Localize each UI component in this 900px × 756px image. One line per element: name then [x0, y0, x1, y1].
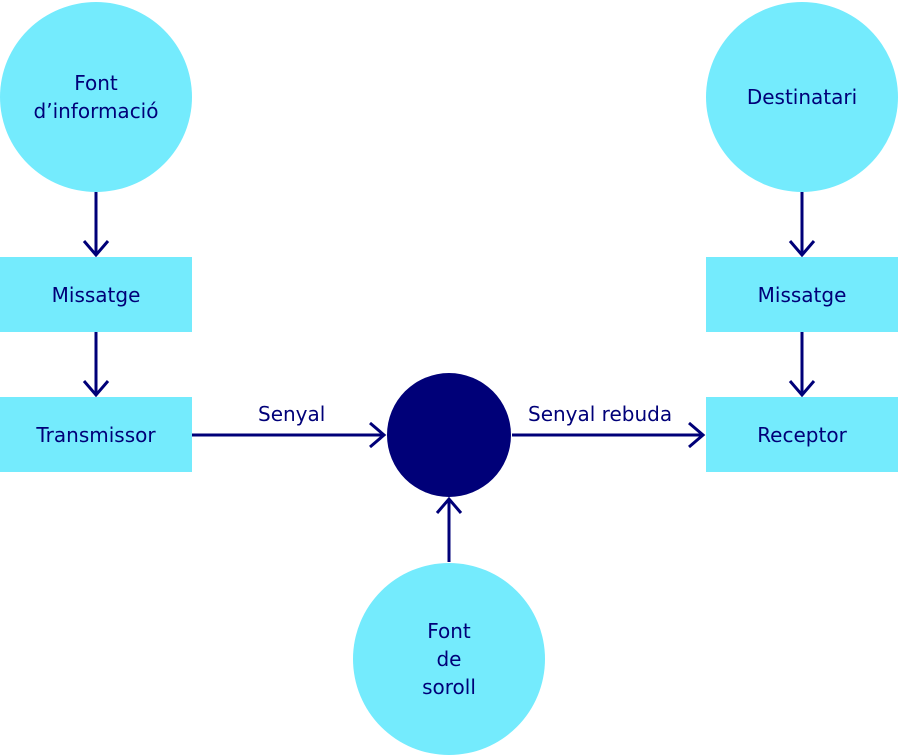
arrowhead-message-to-receiver — [788, 380, 816, 398]
arrowhead-signal — [369, 421, 387, 449]
arrowhead-message-to-transmitter — [82, 380, 110, 398]
noise-source-line-3: soroll — [422, 675, 476, 699]
signal-label: Senyal — [258, 402, 326, 426]
destination-label: Destinatari — [746, 85, 858, 109]
noise-source-line-1: Font — [427, 619, 471, 643]
arrowhead-noise — [435, 496, 463, 514]
noise-source-node: Font de soroll — [353, 563, 545, 755]
transmitter-label: Transmissor — [36, 422, 156, 447]
transmitter-node: Transmissor — [0, 397, 192, 472]
noise-source-line-2: de — [436, 647, 462, 671]
destination-node: Destinatari — [706, 2, 898, 192]
received-signal-label: Senyal rebuda — [528, 402, 673, 426]
arrowhead-info-to-message — [82, 240, 110, 258]
channel-node — [387, 373, 511, 497]
info-source-line-2: d’informació — [33, 99, 159, 123]
info-source-node: Font d’informació — [0, 2, 192, 192]
info-source-line-1: Font — [74, 71, 118, 95]
message-left-node: Missatge — [0, 257, 192, 332]
arrowhead-received-signal — [688, 421, 706, 449]
message-right-node: Missatge — [706, 257, 898, 332]
message-left-label: Missatge — [51, 282, 141, 307]
receiver-label: Receptor — [757, 422, 847, 447]
message-right-label: Missatge — [757, 282, 847, 307]
receiver-node: Receptor — [706, 397, 898, 472]
arrowhead-destination-to-message — [788, 240, 816, 258]
